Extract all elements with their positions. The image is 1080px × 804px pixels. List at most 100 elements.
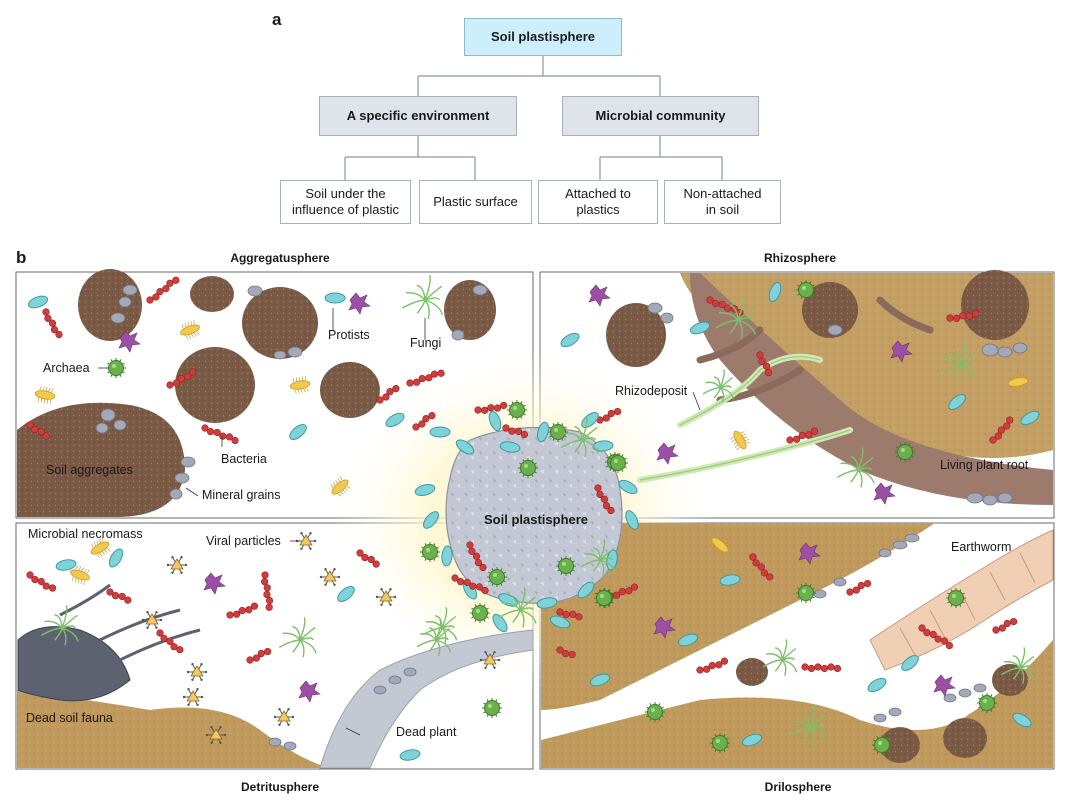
bacteria-chain [412, 412, 436, 431]
amoeba-cell [653, 616, 676, 639]
fungal-hyphae [762, 639, 798, 676]
detritusphere-scene [17, 583, 534, 769]
fungal-hyphae [836, 447, 875, 488]
bacteria-chain [166, 368, 197, 389]
bacteria-chain [26, 421, 50, 440]
fungal-hyphae [1000, 647, 1036, 684]
protist-cell [592, 440, 614, 452]
microbes [26, 275, 1040, 761]
bacteria-chain [406, 369, 445, 387]
fungal-hyphae [788, 705, 827, 746]
protist-cell [536, 597, 558, 609]
title-detritusphere: Detritusphere [240, 780, 320, 794]
archaea-cell [872, 735, 892, 755]
panel-b-letter: b [16, 248, 27, 267]
bacteria-chain [992, 617, 1018, 634]
bacteria-chain [556, 646, 576, 659]
bacteria-chain [201, 424, 239, 445]
rod-bacterium [289, 375, 311, 394]
protist-cell [768, 281, 782, 303]
archaea-cell [608, 453, 628, 473]
protist-cell [581, 412, 599, 428]
amoeba-cell [118, 330, 141, 353]
leaf-plastic-surface: Plastic surface [419, 180, 532, 224]
title-rhizosphere: Rhizosphere [763, 251, 836, 265]
protist-cell [492, 613, 508, 633]
archaea-cell [796, 280, 816, 300]
bacteria-chain [42, 308, 63, 339]
rod-bacterium [34, 386, 56, 405]
aggregatusphere-scene [17, 269, 496, 517]
label-rhizodeposit: Rhizodeposit [615, 384, 688, 398]
bacteria-chain [989, 416, 1014, 444]
archaea-cell [487, 567, 507, 587]
bacteria-chain [376, 385, 400, 404]
protist-cell [618, 479, 638, 495]
rod-bacterium [90, 537, 111, 558]
label-dead-plant: Dead plant [396, 725, 457, 739]
archaea-cell [106, 358, 126, 378]
archaea-cell [977, 693, 997, 713]
leaf-attached: Attached to plastics [538, 180, 658, 224]
label-mineral-grains: Mineral grains [202, 488, 281, 502]
bacteria-chain [261, 571, 274, 611]
protist-cell [455, 439, 475, 455]
fungal-hyphae [498, 587, 537, 628]
archaea-cell [420, 542, 440, 562]
rod-bacterium [1007, 372, 1029, 391]
archaea-cell [710, 733, 730, 753]
virus-particle [295, 532, 317, 550]
leaf-soil-influence: Soil under the influence of plastic [280, 180, 411, 224]
branch-box-community: Microbial community [562, 96, 759, 136]
amoeba-cell [298, 680, 321, 703]
virus-particle [186, 663, 208, 681]
protist-cell [423, 511, 439, 529]
bacteria-chain [556, 608, 583, 621]
label-bacteria: Bacteria [221, 452, 267, 466]
bacteria-chain [696, 657, 729, 674]
tree-connectors [344, 56, 723, 180]
fungal-hyphae [938, 342, 977, 383]
title-drilosphere: Drilosphere [764, 780, 832, 794]
archaea-cell [556, 556, 576, 576]
protist-cell [429, 426, 451, 438]
protist-cell [441, 545, 453, 567]
protist-cell [549, 615, 571, 629]
protist-cell [719, 574, 741, 586]
protist-cell [577, 581, 595, 599]
bacteria-chain [146, 276, 180, 304]
bacteria-chain [26, 571, 57, 592]
rod-bacterium [330, 476, 351, 497]
protist-cell [27, 295, 49, 309]
bacteria-chain [946, 309, 980, 322]
bacteria-chain [474, 401, 508, 414]
fungal-hyphae [702, 369, 734, 403]
protist-cell [589, 673, 611, 687]
bacteria-chain [246, 647, 272, 664]
amoeba-cell [203, 572, 226, 595]
archaea-cell [482, 698, 502, 718]
fungal-hyphae [580, 539, 616, 576]
bacteria-chain [801, 663, 842, 673]
rod-bacterium [70, 565, 90, 585]
amoeba-cell [798, 542, 821, 565]
bacteria-chain [156, 629, 184, 654]
bacteria-chain [356, 549, 380, 568]
leaf-non-attached: Non-attached in soil [664, 180, 781, 224]
virus-particle [166, 556, 188, 574]
amoeba-cell [656, 442, 679, 465]
bacteria-chain [786, 427, 819, 444]
archaea-cell [507, 400, 527, 420]
archaea-cell [548, 422, 568, 442]
virus-particle [205, 726, 227, 744]
label-living-plant-root: Living plant root [940, 458, 1029, 472]
protist-cell [289, 424, 307, 440]
rod-bacterium [710, 535, 731, 556]
bacteria-chain [918, 624, 953, 650]
bacteria-chain [749, 553, 774, 581]
protist-cell [689, 321, 711, 335]
protist-cell [324, 292, 346, 304]
label-archaea: Archaea [43, 361, 90, 375]
protist-cell [901, 655, 919, 671]
fungal-hyphae [278, 617, 317, 658]
